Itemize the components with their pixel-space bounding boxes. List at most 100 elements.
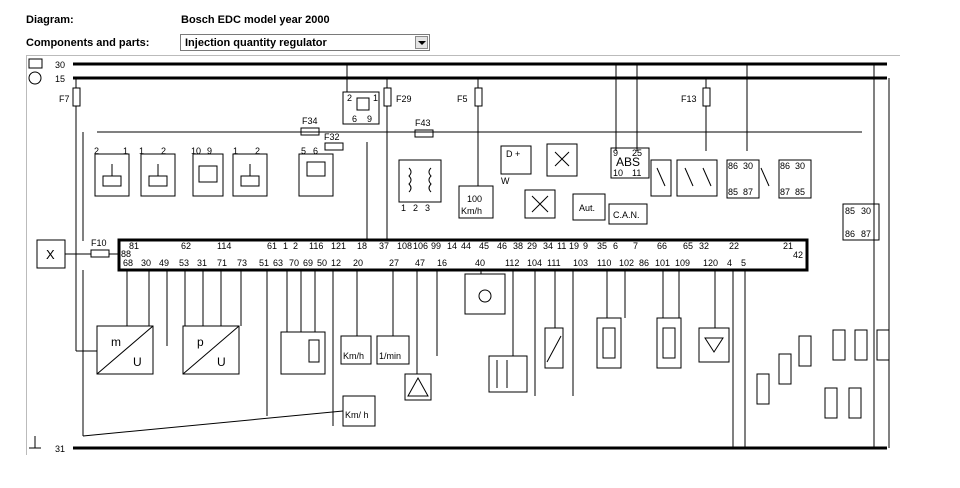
ecu-pin-bottom: 86	[639, 258, 649, 268]
components-label: Components and parts:	[26, 37, 150, 49]
glow-coil: 1 2 3	[398, 159, 442, 213]
fuse-f7-label: F7	[59, 94, 70, 104]
ecu-pin-bottom: 40	[475, 258, 485, 268]
injection-regulator	[698, 327, 730, 363]
kmh-gauge: Km/h	[340, 335, 372, 365]
wiring-diagram-svg: 30 15 31 F7 F29 F5 F13 F34 F32 F43	[28, 58, 890, 454]
chevron-down-icon[interactable]	[415, 36, 428, 49]
ecu-pin-top: 37	[379, 241, 389, 251]
fuse-f29-label: F29	[396, 94, 412, 104]
ecu-pin-bottom: 101	[655, 258, 670, 268]
fuse-f34-label: F34	[302, 116, 318, 126]
ecu-pin-top: 65	[683, 241, 693, 251]
ecu-pin-bottom: 71	[217, 258, 227, 268]
rail-31-label: 31	[55, 444, 65, 454]
ecu-pin-top: 116	[309, 241, 323, 251]
svg-text:9: 9	[613, 148, 618, 158]
ecu-pin-top: 6	[613, 241, 618, 251]
svg-text:30: 30	[795, 161, 805, 171]
diagnostic-connector	[464, 273, 506, 315]
ecu-pin-bottom: 4	[727, 258, 732, 268]
ecu-pin-bottom: 103	[573, 258, 588, 268]
fuse-f32-label: F32	[324, 132, 340, 142]
ecu-pin-bottom: 70	[289, 258, 299, 268]
rpm-gauge-label: 1/min	[379, 351, 401, 361]
ecu-pin-top: 1	[283, 241, 288, 251]
pressure-sensor-u: U	[217, 355, 226, 369]
indicator-icon	[524, 189, 556, 219]
rail-15: 15	[28, 71, 887, 85]
svg-text:1: 1	[373, 93, 378, 103]
svg-text:30: 30	[743, 161, 753, 171]
svg-text:10: 10	[613, 168, 623, 178]
svg-text:1: 1	[401, 203, 406, 213]
speed-limiter-unit: Km/h	[461, 206, 482, 216]
components-select[interactable]: Injection quantity regulator	[180, 34, 430, 51]
ecu-pin-bottom: 112	[505, 258, 519, 268]
ecu-pin-88: 88	[121, 249, 131, 259]
fuse-f10-label: F10	[91, 238, 107, 248]
ecu-pin-bottom: 69	[303, 258, 313, 268]
can-label: C.A.N.	[613, 210, 640, 220]
svg-text:1: 1	[139, 146, 144, 156]
relay-86-a: 86 30 85 87	[726, 159, 770, 199]
ecu-pin-bottom: 20	[353, 258, 363, 268]
rpm-gauge: 1/min	[376, 335, 410, 365]
ecu-block	[117, 238, 809, 272]
svg-text:85: 85	[795, 187, 805, 197]
wiring-diagram: 30 15 31 F7 F29 F5 F13 F34 F32 F43	[26, 55, 900, 455]
ecu-pin-top: 66	[657, 241, 667, 251]
pressure-sensor: p U	[182, 325, 240, 375]
valve-1: 2 1	[94, 146, 130, 197]
fuse-f13-label: F13	[681, 94, 697, 104]
ecu-pin-top: 38	[513, 241, 523, 251]
fuse-f43: F43	[414, 118, 434, 138]
valve-1-pin-1: 1	[123, 146, 128, 156]
svg-text:85: 85	[845, 206, 855, 216]
switch-2	[676, 159, 718, 197]
ecu-pin-top: 32	[699, 241, 709, 251]
ecu-pin-top: 18	[357, 241, 367, 251]
fuse-f32: F32	[324, 132, 344, 151]
svg-text:3: 3	[425, 203, 430, 213]
glow-plug-relay	[488, 355, 528, 393]
svg-text:25: 25	[632, 148, 642, 158]
valve-5: 5 6	[298, 146, 334, 197]
ecu-pin-top: 14	[447, 241, 457, 251]
speed-limiter-value: 100	[467, 194, 482, 204]
d-plus-label: D +	[506, 149, 520, 159]
valve-3: 10 9	[191, 146, 224, 197]
ecu-pin-top: 62	[181, 241, 191, 251]
ecu-pin-bottom: 12	[331, 258, 341, 268]
map-sensor-m: m	[111, 335, 121, 349]
svg-text:85: 85	[728, 187, 738, 197]
map-sensor: m U	[96, 325, 154, 375]
ecu-pin-42: 42	[793, 250, 803, 260]
svg-text:86: 86	[780, 161, 790, 171]
ecu-pin-bottom: 51	[259, 258, 269, 268]
ecu-pin-bottom: 50	[317, 258, 327, 268]
ecu-pin-bottom: 16	[437, 258, 447, 268]
ecu-pin-top: 45	[479, 241, 489, 251]
svg-text:87: 87	[861, 229, 871, 239]
ecu-pin-top: 35	[597, 241, 607, 251]
ecu-pin-top: 106	[413, 241, 428, 251]
ecu-pin-top: 121	[331, 241, 346, 251]
fuse-f13: F13	[681, 87, 711, 107]
ecu-pin-top: 34	[543, 241, 553, 251]
ecu-pin-top: 81	[129, 241, 139, 251]
svg-text:1: 1	[233, 146, 238, 156]
svg-text:9: 9	[367, 114, 372, 124]
temp-sensor-2	[596, 317, 622, 369]
fuse-f10: F10	[90, 238, 110, 258]
ecu-pin-top: 19	[569, 241, 579, 251]
valve-4: 1 2	[232, 146, 268, 197]
ecu-pin-top: 44	[461, 241, 471, 251]
svg-text:86: 86	[728, 161, 738, 171]
svg-text:9: 9	[207, 146, 212, 156]
ecu-pin-top: 21	[783, 241, 793, 251]
ecu-pin-bottom: 47	[415, 258, 425, 268]
rail-31: 31	[29, 436, 887, 454]
injectors	[756, 329, 890, 419]
